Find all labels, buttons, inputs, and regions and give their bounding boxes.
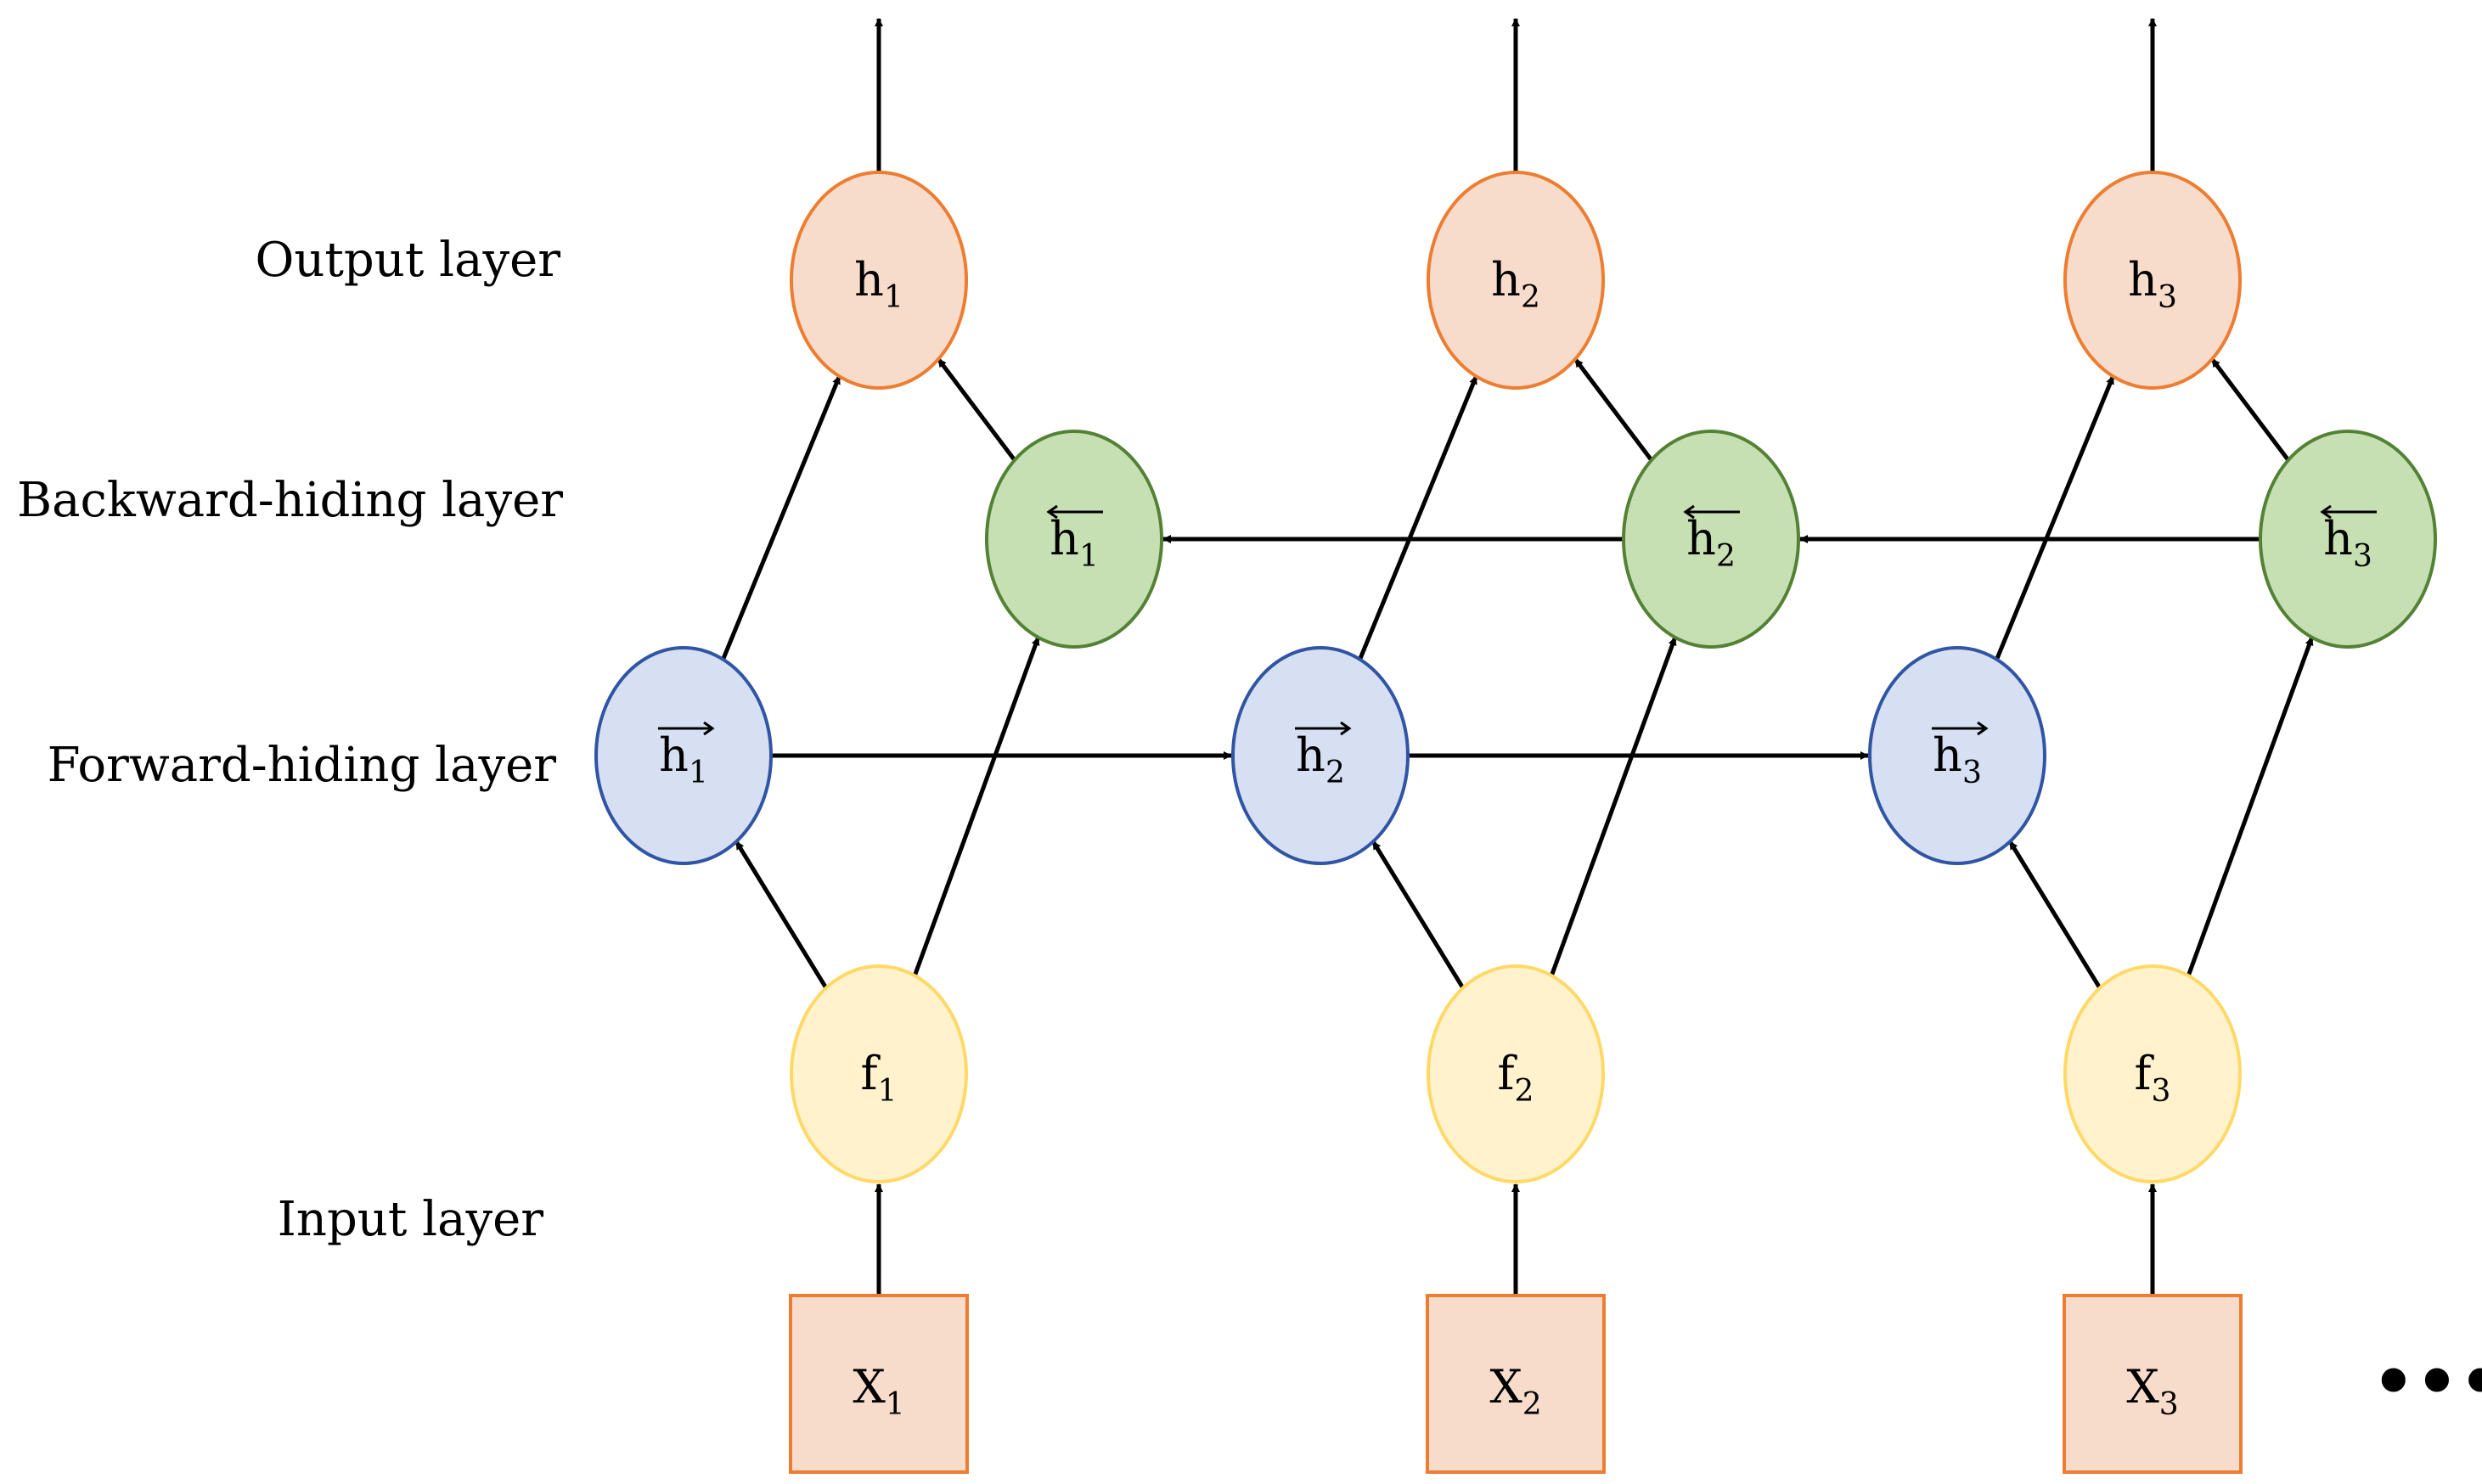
label-forward-layer: Forward-hiding layer xyxy=(48,738,557,793)
backward-node-2-label: h2 xyxy=(1686,512,1736,574)
input-box-3 xyxy=(2063,1294,2243,1474)
feature-node-1 xyxy=(790,964,968,1183)
backward-node-3-label: h3 xyxy=(2323,512,2372,574)
input-box-3-label: X3 xyxy=(2126,1360,2178,1422)
backward-to-output-arrow-2 xyxy=(1573,357,1653,462)
input-box-1 xyxy=(789,1294,969,1474)
forward-node-1-label: h1 xyxy=(659,728,708,790)
forward-node-2-label: h2 xyxy=(1296,728,1345,790)
output-node-1-label: h1 xyxy=(854,253,903,315)
feature-to-forward-arrow-2 xyxy=(1370,840,1466,990)
backward-node-3 xyxy=(2259,430,2437,649)
feature-to-backward-arrow-3 xyxy=(2186,636,2315,977)
forward-node-3-label: h3 xyxy=(1933,728,1982,790)
label-output-layer: Output layer xyxy=(255,233,560,288)
backward-arrow-icon-head xyxy=(1046,504,1058,520)
input-box-1-label: X1 xyxy=(853,1360,904,1422)
forward-to-output-arrow-2 xyxy=(1358,375,1478,660)
forward-node-1 xyxy=(594,646,773,865)
arrows-group xyxy=(721,18,2315,1296)
label-backward-layer: Backward-hiding layer xyxy=(17,473,563,528)
label-input-layer: Input layer xyxy=(278,1192,543,1247)
forward-to-output-arrow-3 xyxy=(1995,375,2115,660)
forward-arrow-icon-head xyxy=(703,721,715,736)
output-node-3-label: h3 xyxy=(2128,253,2177,315)
backward-node-1-label: h1 xyxy=(1050,512,1099,574)
feature-to-forward-arrow-3 xyxy=(2007,840,2102,990)
forward-arrow-icon-head xyxy=(1977,721,1989,736)
backward-arrow-icon-head xyxy=(2320,504,2332,520)
backward-node-1 xyxy=(985,430,1163,649)
output-node-1 xyxy=(790,171,968,390)
feature-node-2 xyxy=(1427,964,1605,1183)
feature-to-backward-arrow-1 xyxy=(912,636,1041,977)
feature-to-backward-arrow-2 xyxy=(1549,636,1678,977)
feature-to-forward-arrow-1 xyxy=(734,840,829,990)
feature-node-3 xyxy=(2063,964,2242,1183)
feature-node-3-label: f3 xyxy=(2135,1047,2171,1109)
backward-node-2 xyxy=(1622,430,1800,649)
backward-to-output-arrow-1 xyxy=(937,357,1016,462)
forward-arrow-icon-head xyxy=(1340,721,1352,736)
forward-node-3 xyxy=(1868,646,2046,865)
output-node-2 xyxy=(1427,171,1605,390)
backward-arrow-icon-head xyxy=(1683,504,1695,520)
backward-to-output-arrow-3 xyxy=(2210,357,2290,462)
input-box-2 xyxy=(1426,1294,1606,1474)
output-node-3 xyxy=(2063,171,2242,390)
forward-to-output-arrow-1 xyxy=(721,375,841,660)
continuation-dots: ••• xyxy=(2372,1341,2482,1421)
forward-node-2 xyxy=(1231,646,1410,865)
output-node-2-label: h2 xyxy=(1491,253,1540,315)
input-box-2-label: X2 xyxy=(1489,1360,1541,1422)
